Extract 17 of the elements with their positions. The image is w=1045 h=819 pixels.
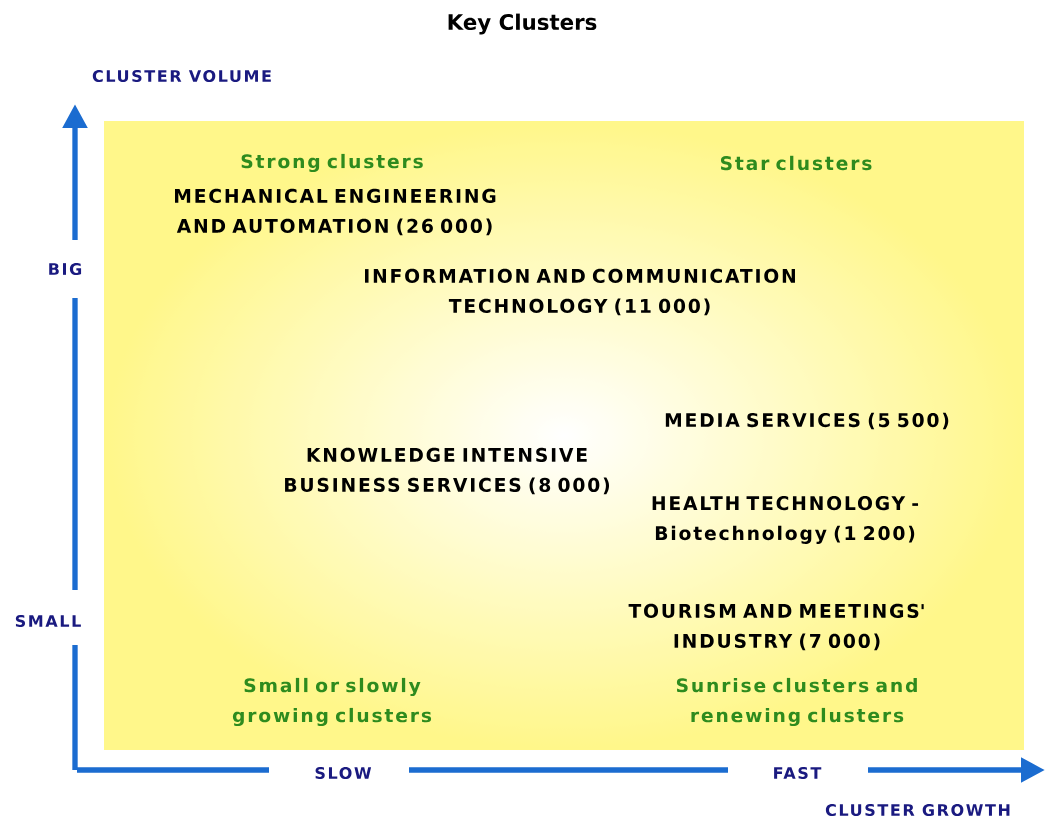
axis-label: BIG [49,262,82,276]
axis-label: FAST [774,766,822,780]
quadrant-label: Star clusters [720,155,872,171]
title: Key Clusters [448,13,597,35]
quadrant-label: Sunrise clusters and renewing clusters [676,677,917,727]
cluster-label: HEALTH TECHNOLOGY - Biotechnology (1 200) [652,496,919,544]
cluster-label: MECHANICAL ENGINEERING AND AUTOMATION (26 000) [175,188,496,236]
axis-label: CLUSTER VOLUME [92,69,271,83]
axis-label: CLUSTER GROWTH [825,803,1010,817]
cluster-label: TOURISM AND MEETINGS' INDUSTRY (7 000) [628,603,924,651]
quadrant-label: Small or slowly growing clusters [232,677,432,727]
quadrant-label: Strong clusters [241,153,423,173]
axis-label: SMALL [15,614,81,628]
axis-label: SLOW [315,766,372,780]
cluster-label: MEDIA SERVICES (5 500) [665,412,949,430]
cluster-label: INFORMATION AND COMMUNICATION TECHNOLOGY (11 000) [365,268,795,316]
cluster-label: KNOWLEDGE INTENSIVE BUSINESS SERVICES (8 000) [285,447,610,495]
